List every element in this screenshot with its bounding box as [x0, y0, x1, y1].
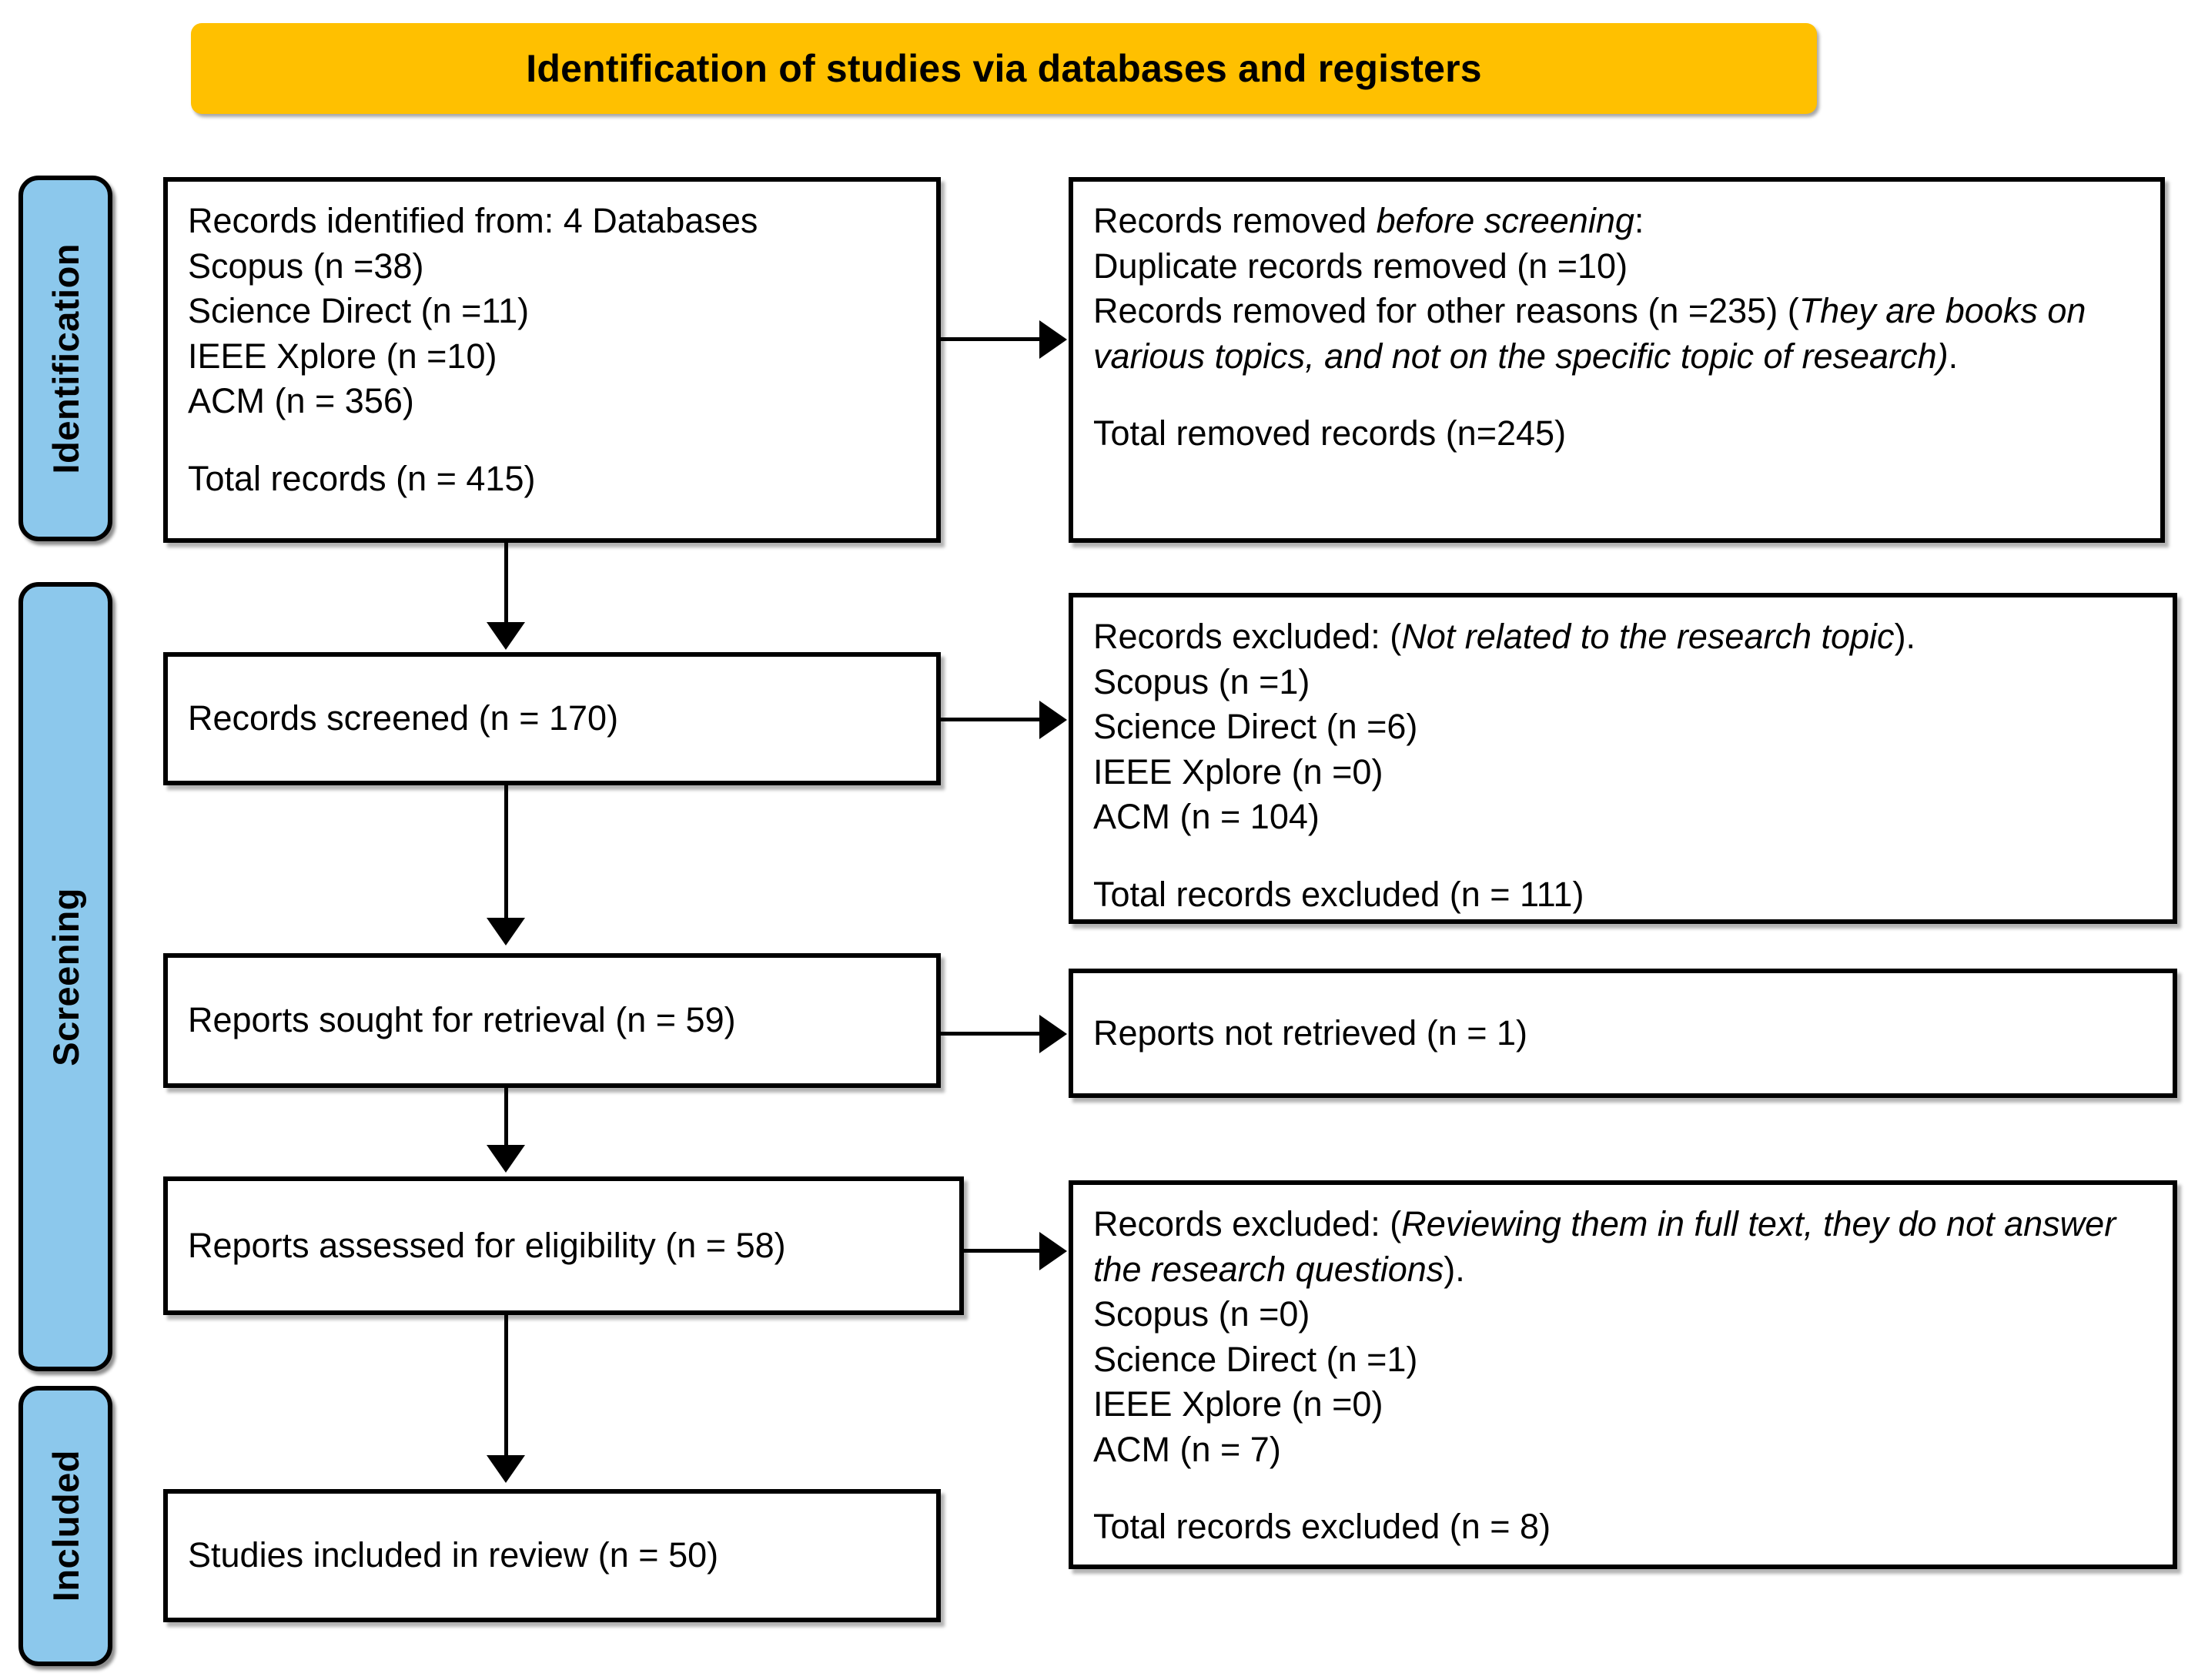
line-plain: Records removed for other reasons (n =23… [1093, 291, 1799, 330]
heading-plain: Records removed [1093, 201, 1377, 240]
arrowhead-down [487, 622, 525, 650]
box-records-removed: Records removed before screening: Duplic… [1069, 177, 2165, 543]
box-heading-line: Records excluded: (Not related to the re… [1093, 614, 2153, 660]
header-banner: Identification of studies via databases … [191, 23, 1817, 114]
connector-assessed-to-excluded-fulltext [964, 1249, 1041, 1253]
box-line: Reports not retrieved (n = 1) [1093, 1012, 1528, 1053]
connector-screened-to-sought [504, 785, 508, 922]
arrowhead-down [487, 918, 525, 945]
heading-plain: Records excluded: ( [1093, 617, 1402, 656]
box-line: ACM (n = 7) [1093, 1429, 1281, 1469]
box-total-line: Total records excluded (n = 8) [1093, 1507, 1551, 1546]
box-line: Science Direct (n =6) [1093, 707, 1418, 746]
arrowhead-right [1039, 320, 1067, 359]
stage-tab-screening: Screening [18, 582, 112, 1371]
box-line: ACM (n = 104) [1093, 797, 1320, 836]
line-spacer [1093, 1472, 2153, 1504]
box-total-line: Total records excluded (n = 111) [1093, 874, 1584, 914]
box-studies-included: Records screened (n = 170) Studies inclu… [163, 1489, 941, 1622]
heading-italic: Reviewing them in full text, they do not… [1093, 1204, 2116, 1289]
box-records-identified: Records identified from: 4 Databases Sco… [163, 177, 941, 543]
arrowhead-down [487, 1145, 525, 1173]
box-reports-sought: Reports sought for retrieval (n = 59) [163, 953, 941, 1088]
line-spacer [188, 424, 916, 457]
connector-sought-to-not-retrieved [941, 1032, 1041, 1036]
arrowhead-down [487, 1455, 525, 1483]
box-line: ACM (n = 356) [188, 381, 414, 420]
box-records-screened: Records screened (n = 170) [163, 652, 941, 785]
box-line: Reports assessed for eligibility (n = 58… [188, 1225, 786, 1265]
box-heading-line: Records excluded: (Reviewing them in ful… [1093, 1202, 2153, 1292]
box-line: Records removed for other reasons (n =23… [1093, 289, 2140, 379]
box-line: Duplicate records removed (n =10) [1093, 246, 1628, 286]
connector-sought-to-assessed [504, 1088, 508, 1148]
box-line: Science Direct (n =1) [1093, 1339, 1418, 1379]
stage-tab-label: Identification [45, 243, 86, 474]
box-heading-line: Records removed before screening: [1093, 199, 2140, 244]
arrowhead-right [1039, 1015, 1067, 1053]
heading-plain: Records excluded: ( [1093, 1204, 1402, 1243]
stage-tab-identification: Identification [18, 176, 112, 541]
box-line: Reports sought for retrieval (n = 59) [188, 1000, 736, 1040]
connector-identified-to-removed [941, 337, 1041, 341]
stage-tab-included: Included [18, 1386, 112, 1666]
heading-tail: ). [1444, 1249, 1465, 1289]
heading-tail: ). [1894, 617, 1916, 656]
box-line: Scopus (n =1) [1093, 661, 1310, 701]
stage-tab-label: Included [45, 1450, 86, 1602]
connector-identified-to-screened [504, 543, 508, 626]
arrowhead-right [1039, 1232, 1067, 1270]
heading-italic: before screening [1376, 201, 1634, 240]
box-total-line: Total removed records (n=245) [1093, 413, 1567, 453]
box-total-line: Total records (n = 415) [188, 458, 536, 498]
stage-tab-label: Screening [45, 887, 86, 1066]
line-tail: . [1948, 336, 1959, 376]
line-spacer [1093, 379, 2140, 411]
box-line: IEEE Xplore (n =0) [1093, 1384, 1383, 1424]
box-records-excluded-fulltext: Records excluded: (Reviewing them in ful… [1069, 1180, 2177, 1569]
box-records-excluded-screening: Records excluded: (Not related to the re… [1069, 593, 2177, 924]
box-reports-not-retrieved: Reports not retrieved (n = 1) [1069, 969, 2177, 1098]
box-line: Records screened (n = 170) [188, 698, 619, 738]
box-reports-assessed: Reports assessed for eligibility (n = 58… [163, 1176, 964, 1315]
line-spacer [1093, 840, 2153, 872]
page-title: Identification of studies via databases … [526, 47, 1482, 90]
box-line: IEEE Xplore (n =10) [188, 336, 497, 376]
heading-italic: Not related to the research topic [1401, 617, 1895, 656]
heading-tail: : [1634, 201, 1644, 240]
box-line: Scopus (n =0) [1093, 1294, 1310, 1334]
box-included-line: Studies included in review (n = 50) [188, 1535, 719, 1575]
connector-assessed-to-included [504, 1315, 508, 1460]
line-italic: They are books on various topics, and no… [1093, 291, 2086, 376]
box-line: Science Direct (n =11) [188, 291, 530, 330]
connector-screened-to-excluded [941, 718, 1041, 721]
box-line: Records identified from: 4 Databases [188, 201, 758, 240]
box-line: Scopus (n =38) [188, 246, 424, 286]
arrowhead-right [1039, 701, 1067, 739]
box-line: IEEE Xplore (n =0) [1093, 751, 1383, 791]
